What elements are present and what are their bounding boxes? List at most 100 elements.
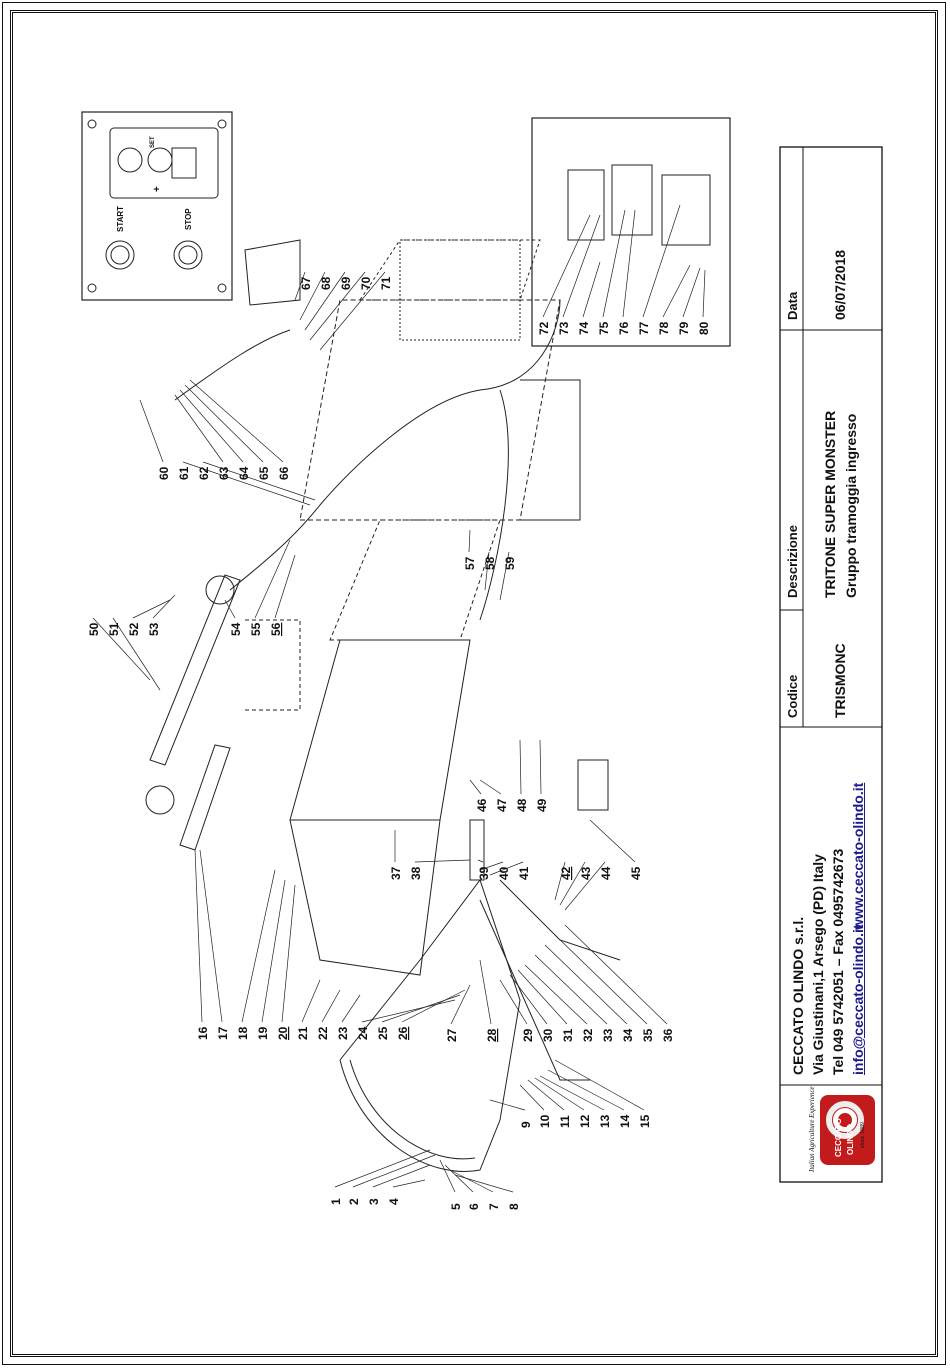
data-value: 06/07/2018	[832, 249, 848, 320]
leader-line-45	[589, 819, 636, 863]
leader-line-8	[454, 1174, 514, 1193]
stop-label: STOP	[184, 208, 193, 230]
leader-line-80	[702, 269, 706, 318]
leader-line-71	[319, 271, 386, 351]
part-label-65: 65	[257, 466, 271, 480]
hopper-body	[289, 639, 471, 821]
company-name: CECCATO OLINDO s.r.l.	[790, 916, 806, 1075]
leader-line-11	[527, 1079, 565, 1111]
part-label-63: 63	[217, 466, 231, 480]
leader-line-30	[509, 974, 548, 1025]
leader-line-53	[152, 594, 176, 619]
part-label-15: 15	[638, 1114, 652, 1128]
part-label-36: 36	[661, 1028, 675, 1042]
part-label-27: 27	[445, 1028, 459, 1042]
leader-line-55	[254, 539, 291, 619]
leader-line-61	[182, 461, 311, 506]
leader-line-75	[602, 209, 626, 318]
leader-line-36	[564, 924, 668, 1025]
part-label-33: 33	[601, 1028, 615, 1042]
part-label-80: 80	[697, 321, 711, 335]
leader-line-57	[468, 529, 471, 553]
part-label-69: 69	[339, 276, 353, 290]
part-label-28: 28	[485, 1028, 499, 1042]
leader-line-18	[241, 869, 276, 1023]
part-label-37: 37	[389, 866, 403, 880]
leader-line-59	[499, 551, 510, 601]
part-label-12: 12	[578, 1114, 592, 1128]
part-label-74: 74	[577, 321, 591, 335]
leader-line-29	[499, 979, 528, 1025]
part-label-76: 76	[617, 321, 631, 335]
part-label-14: 14	[618, 1114, 632, 1128]
part-label-53: 53	[147, 622, 161, 636]
codice-label: Codice	[785, 674, 800, 718]
part-label-8: 8	[507, 1203, 521, 1210]
company-logo: CECCATO OLINDO	[820, 1095, 875, 1165]
leader-line-3	[372, 1164, 431, 1188]
leader-line-60	[139, 399, 164, 463]
codice-value: TRISMONC	[832, 643, 848, 718]
part-label-29: 29	[521, 1028, 535, 1042]
part-label-22: 22	[316, 1026, 330, 1040]
part-label-41: 41	[517, 866, 531, 880]
leader-line-10	[519, 1084, 545, 1111]
leader-line-16	[194, 849, 203, 1023]
part-label-58: 58	[483, 556, 497, 570]
leader-line-64	[179, 389, 244, 463]
company-website[interactable]: www.ceccato-olindo.it	[850, 782, 866, 930]
part-label-32: 32	[581, 1028, 595, 1042]
leader-line-20	[281, 884, 296, 1023]
part-label-51: 51	[107, 622, 121, 636]
leader-line-78	[662, 264, 691, 318]
part-label-1: 1	[329, 1198, 343, 1205]
leader-line-47	[479, 779, 502, 795]
part-label-44: 44	[599, 866, 613, 880]
leader-line-32	[524, 964, 588, 1025]
part-label-54: 54	[229, 622, 243, 636]
part-label-70: 70	[359, 276, 373, 290]
leader-line-6	[444, 1164, 474, 1193]
leader-line-27	[450, 984, 471, 1025]
part-label-20: 20	[276, 1026, 290, 1040]
company-address: Via Giustinani,1 Arsego (PD) Italy	[810, 854, 826, 1075]
set-label: SET	[150, 136, 156, 148]
leader-line-70	[309, 271, 366, 341]
leader-line-33	[534, 954, 608, 1025]
leader-line-15	[554, 1059, 645, 1111]
leader-line-34	[544, 944, 628, 1025]
part-label-35: 35	[641, 1028, 655, 1042]
leader-line-39	[477, 859, 484, 863]
leader-line-73	[562, 214, 601, 318]
leader-line-58	[484, 551, 490, 591]
leader-line-12	[534, 1077, 585, 1111]
part-label-23: 23	[336, 1026, 350, 1040]
start-button-shape	[105, 240, 135, 270]
part-label-66: 66	[277, 466, 291, 480]
part-label-72: 72	[537, 321, 551, 335]
leader-line-63	[174, 394, 224, 463]
part-label-11: 11	[558, 1115, 572, 1128]
leader-line-50	[92, 617, 151, 681]
inner-border	[10, 10, 938, 1357]
leader-line-9	[489, 1099, 526, 1111]
part-label-18: 18	[236, 1026, 250, 1040]
leader-line-54	[224, 599, 236, 619]
part-label-59: 59	[503, 556, 517, 570]
leader-line-49	[539, 739, 542, 795]
company-email[interactable]: info@ceccato-olindo.it	[850, 924, 866, 1075]
part-label-40: 40	[497, 866, 511, 880]
part-label-24: 24	[356, 1026, 370, 1040]
stop-button-shape	[173, 240, 203, 270]
control-panel	[81, 111, 233, 301]
leader-line-4	[392, 1179, 426, 1188]
part-label-47: 47	[495, 798, 509, 812]
leader-line-22	[321, 989, 341, 1023]
part-label-5: 5	[449, 1203, 463, 1210]
leader-line-52	[132, 599, 171, 619]
part-label-43: 43	[579, 866, 593, 880]
leader-line-23	[341, 994, 361, 1023]
part-label-17: 17	[216, 1026, 230, 1040]
part-label-75: 75	[597, 321, 611, 335]
